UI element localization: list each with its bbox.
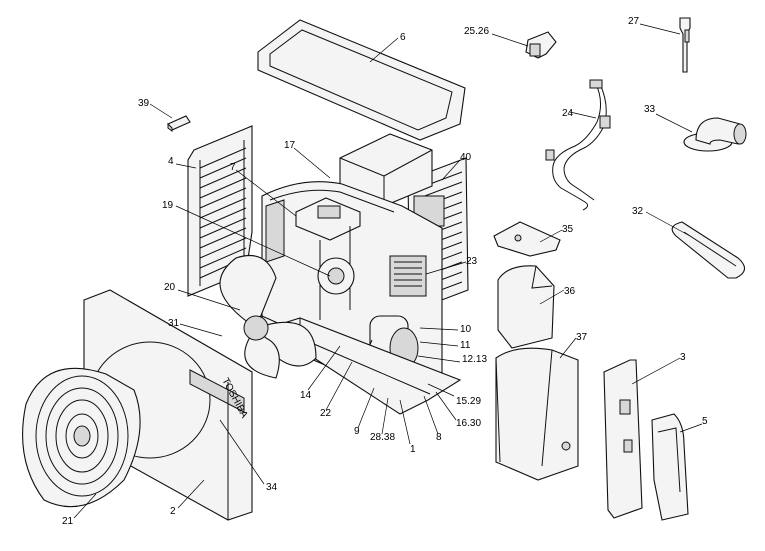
left-grille-panel-part <box>187 125 253 297</box>
label-21: 21 <box>62 516 74 527</box>
label-7: 7 <box>230 162 236 173</box>
label-39: 39 <box>138 98 150 109</box>
label-16-30: 16.30 <box>456 418 481 429</box>
leader-lines <box>73 23 703 519</box>
label-17: 17 <box>284 140 296 151</box>
label-35: 35 <box>562 224 574 235</box>
fan-motor-part <box>317 257 355 295</box>
label-9: 9 <box>354 426 360 437</box>
label-6: 6 <box>400 32 406 43</box>
part-32 <box>671 221 746 279</box>
part-labels: 6 25.26 27 24 33 39 4 17 40 7 19 32 35 2… <box>62 16 708 527</box>
label-22: 22 <box>320 408 332 419</box>
label-8: 8 <box>436 432 442 443</box>
label-36: 36 <box>564 286 576 297</box>
label-34: 34 <box>266 482 278 493</box>
drain-elbow-part <box>683 117 747 152</box>
label-28-38: 28.38 <box>370 432 395 443</box>
label-2: 2 <box>170 506 176 517</box>
label-20: 20 <box>164 282 176 293</box>
right-side-panel-part <box>603 359 643 519</box>
label-40: 40 <box>460 152 472 163</box>
label-10: 10 <box>460 324 472 335</box>
label-15-29: 15.29 <box>456 396 481 407</box>
label-27: 27 <box>628 16 640 27</box>
fan-blade-part <box>219 254 317 379</box>
part-27 <box>679 17 691 73</box>
label-23: 23 <box>466 256 478 267</box>
label-19: 19 <box>162 200 174 211</box>
handle-part <box>651 413 689 521</box>
label-3: 3 <box>680 352 686 363</box>
label-11: 11 <box>460 340 471 351</box>
label-1: 1 <box>410 444 416 455</box>
label-14: 14 <box>300 390 312 401</box>
top-cover-part <box>257 19 466 141</box>
part-37 <box>495 347 579 481</box>
part-35 <box>493 221 561 257</box>
part-25-26 <box>525 31 557 59</box>
label-24: 24 <box>562 108 574 119</box>
label-5: 5 <box>702 416 708 427</box>
motor-bracket-part <box>295 197 361 320</box>
part-36 <box>497 265 555 349</box>
label-33: 33 <box>644 104 656 115</box>
control-box-part <box>339 133 445 227</box>
part-39 <box>167 115 191 132</box>
heat-sink-part <box>389 255 427 297</box>
label-4: 4 <box>168 156 174 167</box>
label-31: 31 <box>168 318 180 329</box>
label-37: 37 <box>576 332 588 343</box>
label-12-13: 12.13 <box>462 354 487 365</box>
fan-guard-part <box>22 367 141 508</box>
label-32: 32 <box>632 206 644 217</box>
wiring-harness-part <box>545 79 611 211</box>
label-25-26: 25.26 <box>464 26 489 37</box>
